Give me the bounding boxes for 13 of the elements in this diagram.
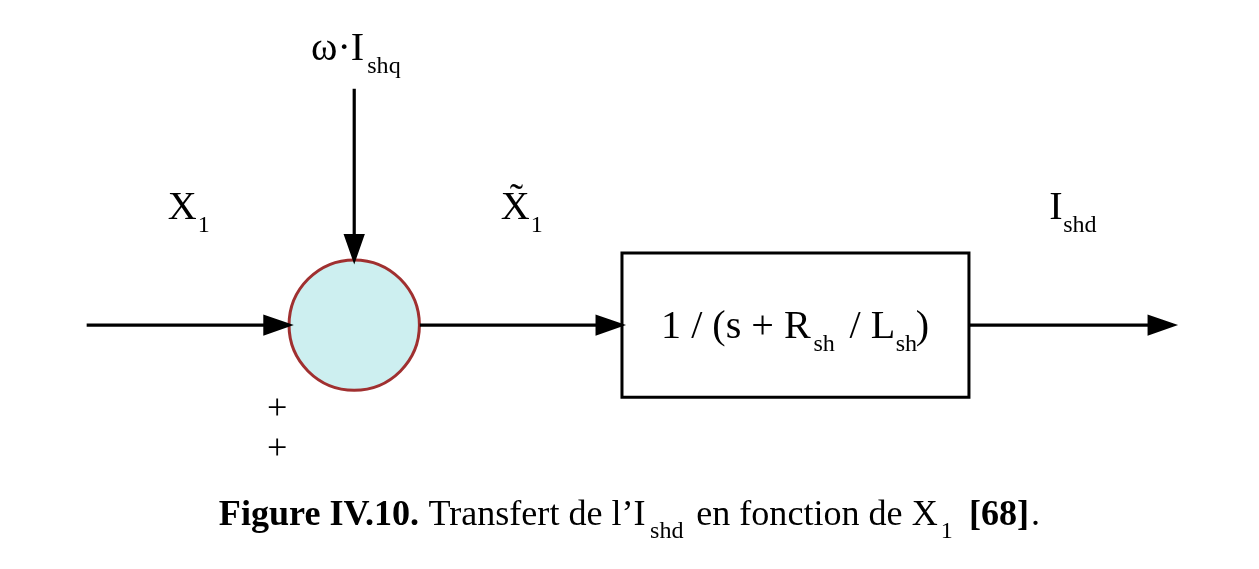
arrow xyxy=(419,314,626,336)
node-label: + xyxy=(266,387,287,428)
node-label: + xyxy=(266,427,287,468)
node-circle xyxy=(287,258,421,392)
node-box: 1 / (s + R$_{sh}$ / L$_{sh}$) xyxy=(619,251,970,399)
edge-label: X̃$_{1}$ xyxy=(500,182,543,237)
edge-label: X$_{1}$ xyxy=(167,182,210,237)
arrow xyxy=(968,314,1178,336)
caption: Figure IV.10. Transfert de l’I$_{shd}$ en fonction de X$_{1}$ [68]. xyxy=(218,492,1040,543)
edge-label: I$_{shd}$ xyxy=(1048,182,1097,237)
node-text: ω·I$_{shq}$ xyxy=(310,24,401,79)
arrow xyxy=(86,314,294,336)
arrow xyxy=(343,88,365,265)
